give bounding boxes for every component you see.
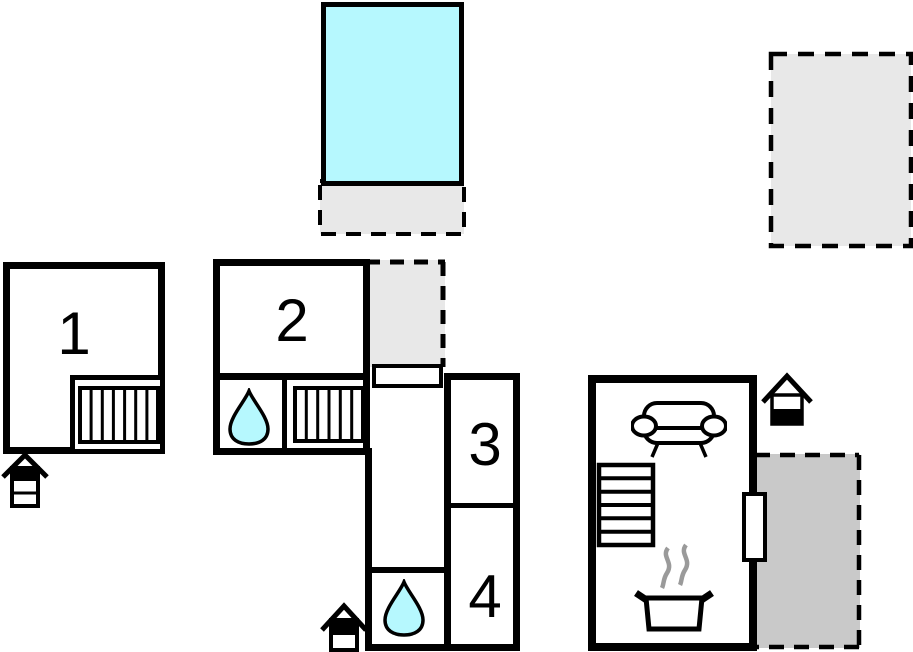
swimming-pool — [321, 2, 464, 186]
bed-icon — [293, 386, 365, 443]
room-4-label: 4 — [468, 563, 502, 630]
bathroom-top-wall — [371, 567, 447, 573]
door-icon — [742, 492, 767, 562]
interior-wall — [216, 373, 367, 380]
corridor-bottom-wall — [365, 644, 452, 651]
house-level-icon — [320, 602, 368, 652]
house-level-icon — [1, 451, 49, 508]
terrace-right-area — [755, 452, 862, 650]
patio-middle-area — [366, 259, 446, 367]
room-1-label: 1 — [57, 300, 91, 367]
sofa-icon — [631, 401, 727, 458]
house-level-icon — [761, 372, 813, 426]
patio-top-right-area — [768, 51, 913, 249]
room-3-4-divider-wall — [449, 503, 515, 508]
room-3-label: 3 — [468, 411, 502, 478]
bed-icon — [78, 386, 160, 444]
room-2-label: 2 — [275, 287, 309, 354]
rooms-3-4-outline — [444, 373, 520, 651]
cooking-pot-icon — [634, 543, 714, 632]
pool-apron-area — [318, 179, 466, 236]
bathroom-divider-wall — [282, 378, 287, 455]
corridor-left-wall — [365, 448, 372, 651]
door-icon — [372, 364, 443, 388]
water-drop-icon — [383, 579, 425, 637]
water-drop-icon — [228, 388, 270, 446]
stairs-icon — [596, 462, 656, 548]
